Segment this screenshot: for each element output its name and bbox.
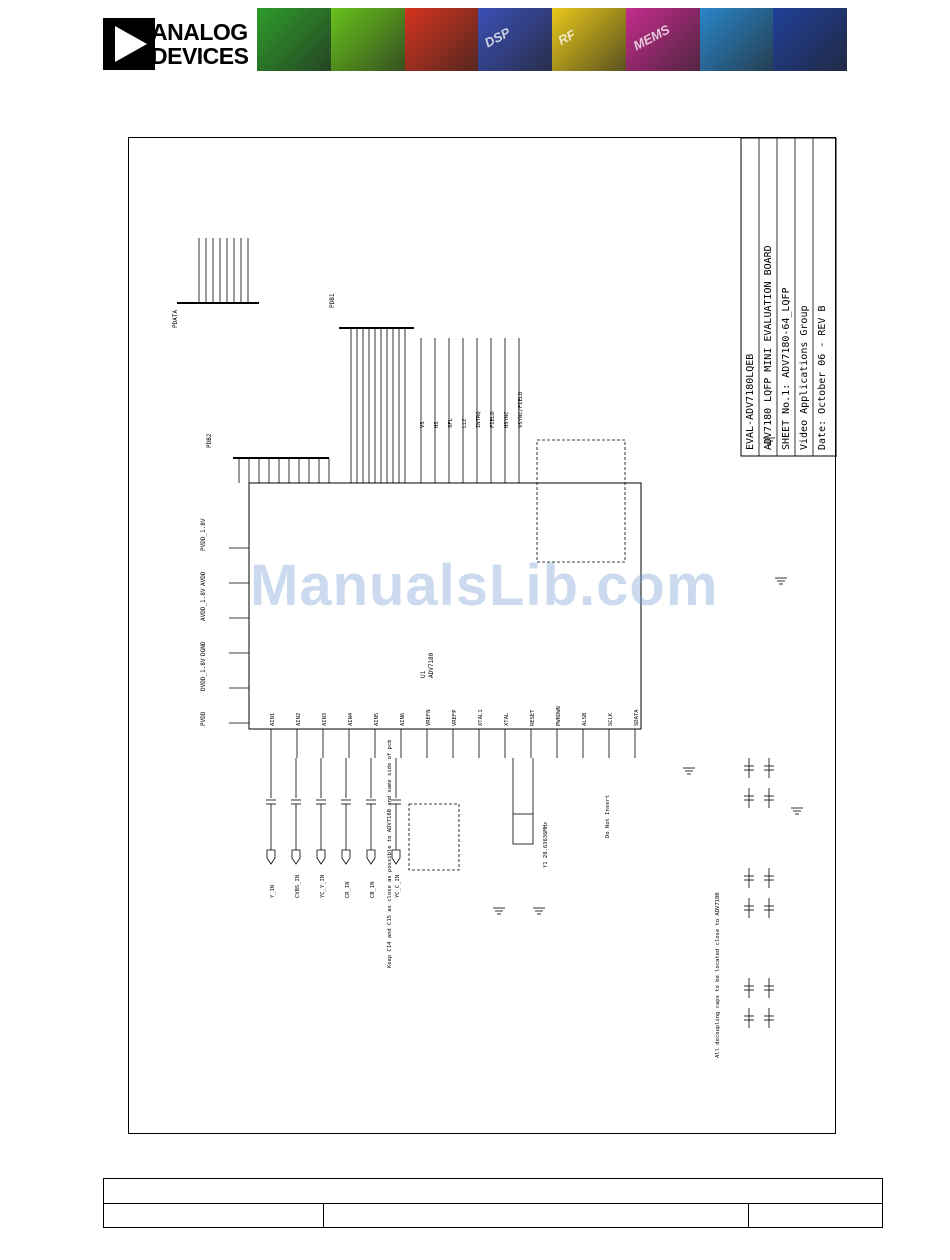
title-block-line: Date: October 06 - REV B [817, 306, 828, 451]
banner-tile [257, 8, 331, 71]
schematic-sheet: EVAL-ADV7180LQEB ADV7180 LQFP MINI EVALUA… [128, 137, 837, 1134]
crystal-label: Y1 28.63636MHz [543, 822, 549, 868]
banner-tile-label: RF [555, 26, 578, 49]
crystal [512, 813, 534, 845]
signal-label: FIELD [490, 411, 496, 428]
bottom-pin-label: ALSB [582, 712, 588, 726]
vref-decoupling-box [408, 803, 460, 871]
bottom-pin-label: RESET [530, 709, 536, 726]
logo-line1: ANALOG [151, 19, 248, 45]
watermark: ManualsLib.com [250, 553, 719, 618]
power-pin-label: AVDD_1.8V [200, 588, 207, 621]
signal-label: HS [434, 421, 440, 428]
banner-tile: RF [552, 8, 626, 71]
input-label: CVBS_IN [295, 875, 301, 898]
bus-label: PDB2 [206, 433, 213, 448]
footer-cell-divider-2 [748, 1203, 749, 1227]
bottom-pin-label: AIN2 [296, 713, 302, 726]
input-connector [341, 849, 351, 865]
title-block-line: EVAL-ADV7180LQEB [745, 354, 756, 450]
logo-line2: DEVICES [151, 43, 249, 69]
input-connector [266, 849, 276, 865]
footer-cell-divider-1 [323, 1203, 324, 1227]
chip-ref: U1 [420, 670, 427, 678]
bus-label: PDATA [172, 310, 179, 328]
bottom-pin-label: AIN1 [270, 713, 276, 726]
bottom-pin-label: PWRDWN [556, 706, 562, 726]
power-pin-label: PVDD_1.8V [200, 518, 207, 551]
banner-tile-label: DSP [482, 24, 513, 51]
input-connector [391, 849, 401, 865]
bottom-pin-label: AIN3 [322, 713, 328, 726]
banner-tile [699, 8, 774, 71]
product-banner: DSP RF MEMS [257, 8, 847, 71]
title-block-line: Video Applications Group [799, 306, 810, 451]
banner-tile: MEMS [625, 8, 700, 71]
banner-tile [330, 8, 405, 71]
bottom-pin-label: VREFP [452, 709, 458, 726]
signal-label: LLC [462, 418, 468, 428]
banner-tile: DSP [478, 8, 552, 71]
input-label: YC_C_IN [395, 875, 401, 898]
power-pin-label: AVDD [200, 571, 207, 586]
banner-tile-label: MEMS [630, 21, 672, 54]
schematic-drawing: EVAL-ADV7180LQEB ADV7180 LQFP MINI EVALUA… [172, 138, 837, 1058]
input-connector [366, 849, 376, 865]
note-do-not-insert: Do Not Insert [605, 795, 611, 838]
signal-label: HSYNC [504, 411, 510, 428]
bottom-pin-label: VREFN [426, 709, 432, 726]
title-block-line: SHEET No.1: ADV7180-64_LQFP [781, 287, 792, 450]
signal-label: VSYNC/FIELD [518, 392, 524, 428]
input-connector [316, 849, 326, 865]
footer-divider [104, 1203, 882, 1204]
logo-triangle-icon [103, 18, 155, 70]
signal-label: INTRQ [476, 411, 482, 428]
analog-devices-logo: ANALOG DEVICES [103, 18, 249, 70]
title-block-line: ADV7180 LQFP MINI EVALUATION BOARD [763, 245, 774, 450]
signal-label: SFL [448, 417, 454, 428]
input-label: Y_IN [270, 885, 276, 898]
bottom-pin-label: SCLK [608, 712, 614, 726]
power-pin-label: PVDD [200, 711, 207, 726]
chip-u1 [248, 482, 642, 730]
pll-filter-box [536, 439, 626, 563]
input-label: YC_Y_IN [320, 875, 326, 898]
banner-tile [404, 8, 479, 71]
title-block [740, 138, 837, 457]
bottom-pin-label: AIN5 [374, 713, 380, 726]
bottom-pin-label: SDATA [634, 709, 640, 726]
signal-label: VS [420, 421, 426, 428]
bus-label: PDB1 [329, 293, 336, 308]
footer-table [103, 1178, 883, 1228]
bottom-pin-label: XTAL1 [478, 709, 484, 726]
input-connector [291, 849, 301, 865]
bottom-pin-label: XTAL [504, 712, 510, 726]
logo-text: ANALOG DEVICES [151, 19, 249, 69]
bottom-pin-label: AIN6 [400, 713, 406, 726]
power-pin-label: DGND [200, 641, 207, 656]
note-decoupling: All decoupling caps to be located close … [715, 892, 721, 1058]
bottom-pin-label: AIN4 [348, 712, 354, 726]
input-label: CB_IN [370, 881, 376, 898]
chip-name: ADV7180 [428, 652, 435, 678]
power-pin-label: DVDD_1.8V [200, 658, 207, 691]
banner-tile [773, 8, 847, 71]
note-vref: Keep C14 and C15 as close as possible to… [387, 740, 393, 968]
input-label: CR_IN [345, 881, 351, 898]
